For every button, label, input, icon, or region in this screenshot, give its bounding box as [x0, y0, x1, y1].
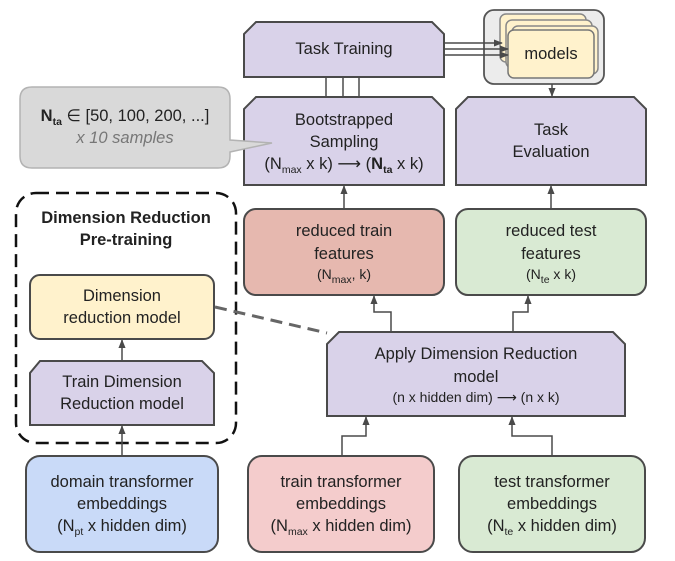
bootstrapped-sampling-label: Bootstrapped Sampling (Nmax x k) ⟶ (Nta …	[264, 110, 424, 177]
dimension-reduction-model-label: Dimension reduction model	[63, 286, 181, 327]
reduced-train-formula: (Nmax, k)	[316, 265, 372, 286]
apply-formula: (n x hidden dim) ⟶ (n x k)	[392, 388, 560, 405]
train-dimension-reduction-label: Train Dimension Reduction model	[60, 372, 184, 413]
callout-text: Nta ∈ [50, 100, 200, ...] x 10 samples	[22, 92, 228, 162]
dim-model-to-apply-dashed-link	[214, 305, 328, 335]
apply-dimension-reduction-label: Apply Dimension Reduction model (n x hid…	[374, 345, 578, 405]
dimension-reduction-model-box	[29, 274, 215, 340]
domain-embeddings-formula: (Npt x hidden dim)	[57, 517, 187, 539]
task-evaluation-box	[455, 96, 647, 186]
apply-to-reduced-test-arrow	[512, 295, 532, 332]
test-embeddings-label: test transformer embeddings (Nte x hidde…	[487, 472, 617, 539]
callout-range: Nta ∈ [50, 100, 200, ...]	[40, 106, 210, 128]
models-label: models	[524, 44, 578, 63]
train-embeddings-box	[247, 455, 435, 553]
train-embeddings-to-apply-arrow	[341, 416, 370, 456]
dimension-reduction-group-title: Dimension Reduction Pre-training	[41, 208, 211, 249]
train-embeddings-label: train transformer embeddings (Nmax x hid…	[270, 472, 412, 539]
test-embeddings-to-apply-arrow	[508, 416, 553, 456]
task-training-label: Task Training	[295, 40, 393, 59]
apply-dimension-reduction-box	[326, 331, 626, 417]
reduced-train-features-label: reduced train features (Nmax, k)	[295, 222, 393, 286]
sampling-formula: (Nmax x k) ⟶ (Nta x k)	[264, 155, 424, 177]
reduced-test-formula: (Nte x k)	[526, 265, 576, 286]
task-evaluation-label: Task Evaluation	[512, 120, 590, 161]
dimension-reduction-group-border	[14, 191, 238, 445]
bootstrapped-sampling-box	[243, 96, 445, 186]
callout-samples: x 10 samples	[76, 129, 174, 147]
train-dimension-reduction-box	[29, 360, 215, 426]
task-training-box	[243, 21, 445, 78]
apply-to-reduced-train-arrow	[370, 295, 392, 332]
train-embeddings-formula: (Nmax x hidden dim)	[270, 517, 412, 539]
test-embeddings-formula: (Nte x hidden dim)	[487, 517, 617, 539]
domain-embeddings-label: domain transformer embeddings (Npt x hid…	[50, 472, 194, 539]
reduced-test-features-label: reduced test features (Nte x k)	[505, 222, 597, 286]
callout-bubble	[19, 86, 273, 169]
